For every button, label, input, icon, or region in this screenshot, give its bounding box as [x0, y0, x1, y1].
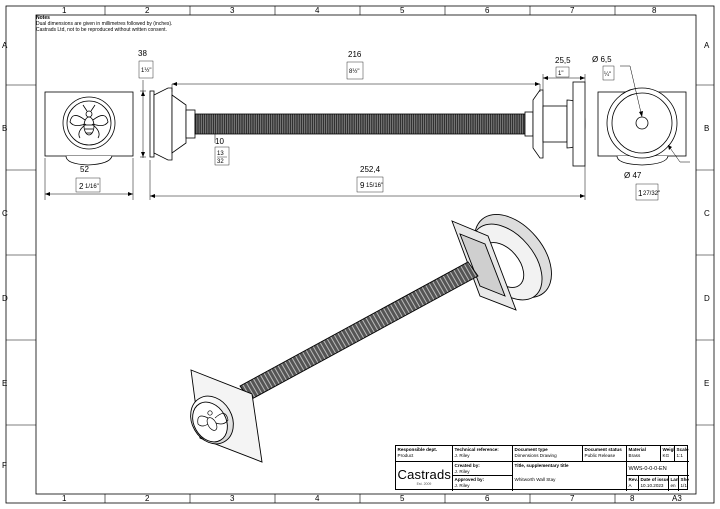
zone-row-e: E [2, 379, 7, 388]
zone-col-2: 2 [145, 6, 150, 15]
tb-rev: Rev. A [627, 476, 639, 491]
zone-col-3: 3 [230, 6, 235, 15]
zone-col-6: 6 [485, 6, 490, 15]
dim-rod-dia-in-den: 32 [217, 159, 224, 165]
tb-lang: Lang. en [669, 476, 679, 491]
inner-border [35, 14, 697, 495]
zone-row-d: D [2, 294, 8, 303]
notes-line-1: Dual dimensions are given in millimetres… [36, 21, 173, 27]
zone-row-c: C [2, 209, 8, 218]
dim-rod-dia-mm: 10 [215, 137, 224, 146]
title-block: Responsible dept. Product Technical refe… [395, 445, 690, 491]
dim-backplate-width-in: 2 [79, 182, 84, 191]
zone-col-1: 1 [62, 6, 67, 15]
zone-col-1-bottom: 1 [62, 494, 67, 503]
zone-col-4: 4 [315, 6, 320, 15]
zone-row-c-right: C [704, 209, 710, 218]
zone-row-b-right: B [704, 124, 709, 133]
zone-col-7-bottom: 7 [570, 494, 575, 503]
dim-backplate-height-in: 1½" [141, 67, 151, 74]
tb-technical-reference: Technical reference: J. Riley [453, 446, 513, 462]
dim-rod-length-in: 8½" [349, 68, 359, 75]
tb-approved-by: Approved by: J. Riley [453, 476, 513, 491]
bee-emblem-icon [69, 104, 109, 139]
tb-document-status: Document status Public Release [583, 446, 627, 462]
castrads-logo: Castrads Est. 2009 [396, 462, 453, 491]
zone-col-6-bottom: 6 [485, 494, 490, 503]
zone-row-f: F [2, 461, 7, 470]
tb-scale: Scale 1:1 [675, 446, 689, 462]
zone-row-a-right: A [704, 41, 710, 50]
dim-hole-dia-mm: Ø 6,5 [592, 55, 612, 64]
tb-date: Date of issue 10.10.2023 [639, 476, 669, 491]
notes-title: Notes [36, 15, 50, 21]
dim-rod-dia-in-num: 13 [217, 151, 224, 157]
dim-backplate-width-mm: 52 [80, 165, 89, 174]
notes-line-2: Castrads Ltd, not to be reproduced witho… [36, 27, 167, 33]
zone-col-8-bottom: 8 [630, 494, 635, 503]
zone-row-e-right: E [704, 379, 709, 388]
zone-col-7: 7 [570, 6, 575, 15]
tb-material: Material Brass [627, 446, 661, 462]
threaded-rod [194, 113, 526, 135]
tb-weight: Weight KG [661, 446, 675, 462]
backplate-end-view [44, 91, 134, 166]
bee-emblem-iso-icon [197, 410, 229, 431]
tb-title: Title, supplementary title Whitworth Wal… [513, 462, 627, 491]
tb-sheet: Sheet 1/1 [680, 477, 690, 488]
dim-overall-length-frac: 15/16" [366, 183, 383, 189]
zone-col-5-bottom: 5 [400, 494, 405, 503]
dimension-lines [44, 65, 690, 200]
drawing-notes: Notes Dual dimensions are given in milli… [36, 15, 172, 33]
tb-document-type: Document type Dimensions Drawing [513, 446, 583, 462]
paper-size-label: A3 [672, 494, 682, 503]
dim-rosette-dia-mm: Ø 47 [624, 171, 642, 180]
tb-responsible-dept: Responsible dept. Product [396, 446, 453, 462]
dim-hole-dia-in: ¼" [604, 72, 611, 78]
zone-row-b: B [2, 124, 7, 133]
isometric-view [190, 214, 552, 463]
outer-border [5, 5, 715, 504]
dim-rosette-dia-frac: 27/32" [643, 191, 660, 197]
zone-row-d-right: D [704, 294, 710, 303]
dimension-arrows [45, 76, 672, 198]
dim-rosette-dia-in: 1 [638, 189, 643, 198]
dim-backplate-width-frac: 1/16" [85, 184, 99, 190]
zone-col-4-bottom: 4 [315, 494, 320, 503]
dim-rod-length-mm: 216 [348, 50, 362, 59]
tb-created-by: Created by: J. Riley [453, 462, 513, 476]
rosette-end-view [597, 87, 687, 166]
zone-col-8: 8 [652, 6, 657, 15]
dim-backplate-height-mm: 38 [138, 49, 147, 58]
zone-row-a: A [2, 41, 8, 50]
side-view [149, 81, 586, 167]
zone-col-2-bottom: 2 [145, 494, 150, 503]
tb-drawing-number: WWS-0-0-0-EN [627, 462, 689, 476]
dim-flange-width-in: 1" [558, 71, 563, 77]
dim-overall-length-in: 9 [360, 181, 365, 190]
zone-ticks [6, 6, 714, 503]
dim-overall-length-mm: 252,4 [360, 165, 381, 174]
zone-col-5: 5 [400, 6, 405, 15]
dim-flange-width-mm: 25,5 [555, 56, 571, 65]
zone-col-3-bottom: 3 [230, 494, 235, 503]
